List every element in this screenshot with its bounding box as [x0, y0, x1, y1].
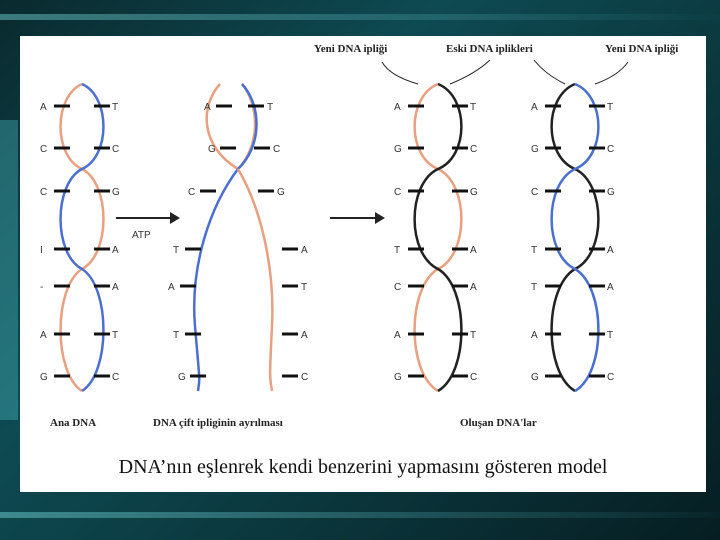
base-letter: C — [301, 372, 308, 383]
base-letter: A — [301, 330, 308, 341]
base-letter: C — [394, 282, 401, 293]
base-letter: C — [40, 144, 47, 155]
base-letter: T — [531, 245, 537, 256]
slide-caption: DNA’nın eşlenrek kendi benzerini yapması… — [20, 456, 706, 479]
daughter-dna-1: A T G C C G T A C A A T G C — [394, 84, 478, 391]
base-letter: G — [607, 187, 615, 198]
base-letter: T — [470, 330, 476, 341]
base-letter: A — [607, 282, 614, 293]
strand-right — [415, 84, 462, 391]
strand-separated-left — [194, 169, 238, 391]
base-letter: T — [470, 102, 476, 113]
decor-stripe-top — [0, 14, 720, 20]
base-letter: C — [607, 372, 614, 383]
slide-canvas: ATP Yeni DNA ipliği Eski DNA iplikleri Y… — [20, 36, 706, 492]
separation-label: DNA çift ipliginin ayrılması — [153, 417, 283, 429]
base-letter: G — [40, 372, 48, 383]
base-letter: T — [301, 282, 307, 293]
base-letter: C — [470, 144, 477, 155]
base-letter: C — [470, 372, 477, 383]
atp-label: ATP — [132, 230, 151, 241]
base-letter: A — [168, 282, 175, 293]
parent-dna: A T C C C G I A - A A T G C — [40, 84, 120, 391]
base-letter: A — [394, 102, 401, 113]
strand-left — [552, 84, 599, 391]
base-letter: A — [531, 102, 538, 113]
base-letter: T — [173, 245, 179, 256]
dna-replication-diagram: ATP Yeni DNA ipliği Eski DNA iplikleri Y… — [20, 36, 706, 446]
base-letter: C — [273, 144, 280, 155]
base-letter: C — [531, 187, 538, 198]
base-letter: T — [607, 102, 613, 113]
base-letter: C — [394, 187, 401, 198]
separating-dna: A T G C C G T A A T T A G C — [168, 84, 308, 391]
base-letter: A — [40, 330, 47, 341]
base-letter: T — [394, 245, 400, 256]
base-letter: G — [531, 372, 539, 383]
base-letter: - — [40, 282, 43, 293]
parent-dna-label: Ana DNA — [50, 417, 96, 429]
base-letter: C — [40, 187, 47, 198]
base-letter: G — [531, 144, 539, 155]
strand-separated-right — [238, 169, 272, 391]
base-letter: A — [607, 245, 614, 256]
arrow-to-result — [330, 212, 385, 224]
base-letter: G — [208, 144, 216, 155]
daughter-dna-2: A T G C C G T A T A A T G C — [531, 84, 615, 391]
decor-stripe-bottom — [0, 512, 720, 518]
strand-pointer-arrows — [382, 60, 628, 84]
strand-left — [415, 84, 462, 391]
base-letter: T — [267, 102, 273, 113]
base-letter: G — [470, 187, 478, 198]
decor-side-bar — [0, 120, 18, 420]
strand-right — [61, 84, 104, 391]
base-letter: A — [204, 102, 211, 113]
strand-left — [61, 84, 104, 391]
base-letter: A — [531, 330, 538, 341]
base-letter: T — [173, 330, 179, 341]
base-letter: A — [470, 245, 477, 256]
result-label: Oluşan DNA'lar — [460, 417, 537, 429]
arrow-to-separation — [116, 212, 180, 224]
base-letter: A — [40, 102, 47, 113]
base-letter: C — [112, 372, 119, 383]
base-letter: T — [112, 102, 118, 113]
base-letter: A — [112, 282, 119, 293]
base-letter: A — [394, 330, 401, 341]
base-letter: T — [531, 282, 537, 293]
base-letter: G — [277, 187, 285, 198]
base-letter: G — [394, 372, 402, 383]
base-letter: G — [178, 372, 186, 383]
base-letter: A — [301, 245, 308, 256]
base-letter: C — [188, 187, 195, 198]
base-letter: T — [607, 330, 613, 341]
base-letter: I — [40, 245, 43, 256]
base-letter: C — [112, 144, 119, 155]
base-letter: G — [112, 187, 120, 198]
base-letter: G — [394, 144, 402, 155]
base-letter: A — [470, 282, 477, 293]
new-strand-label-right: Yeni DNA ipliği — [605, 43, 678, 55]
base-letter: A — [112, 245, 119, 256]
base-letter: C — [607, 144, 614, 155]
base-letter: T — [112, 330, 118, 341]
old-strands-label: Eski DNA iplikleri — [446, 43, 533, 55]
new-strand-label-left: Yeni DNA ipliği — [314, 43, 387, 55]
strand-right — [552, 84, 599, 391]
